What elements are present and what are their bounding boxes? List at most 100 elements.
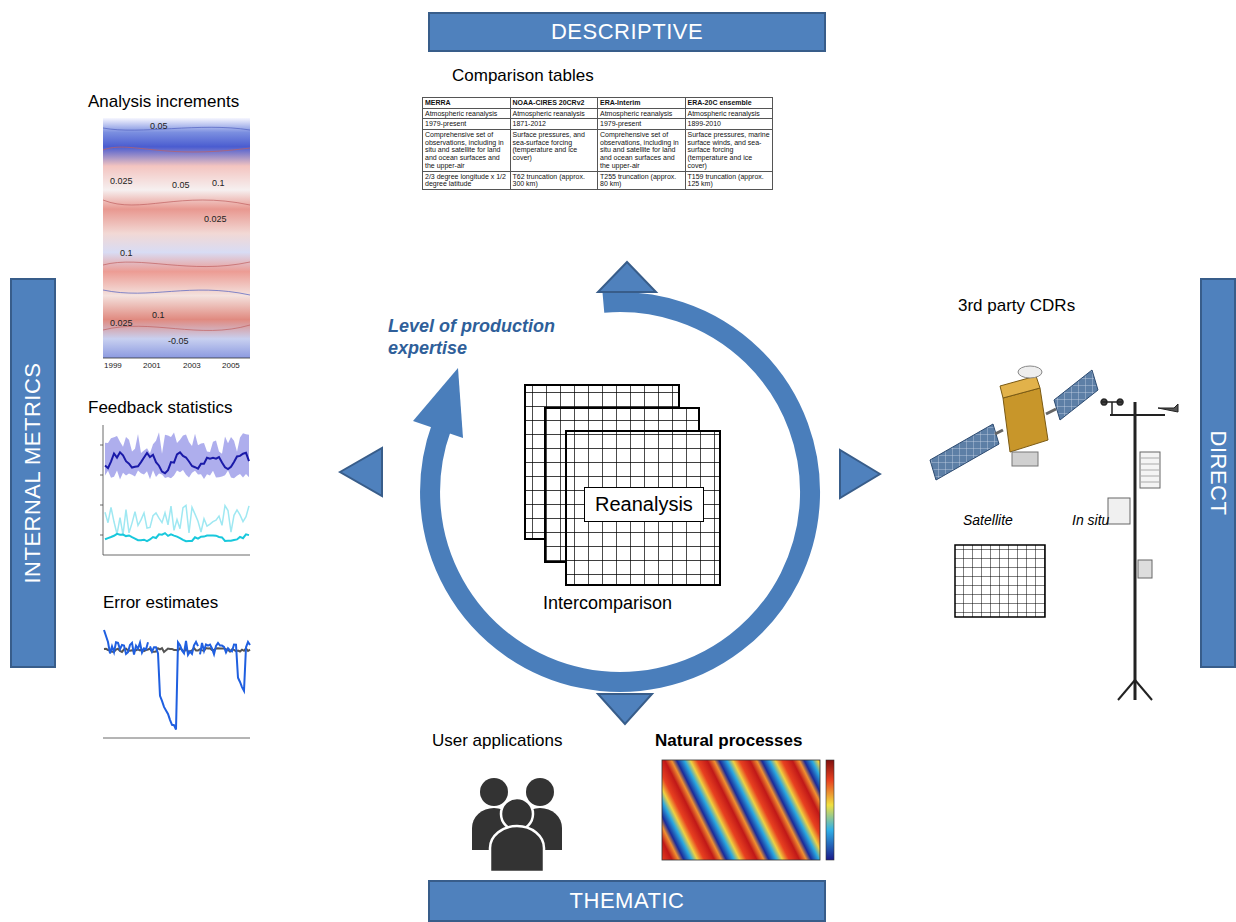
feedback-statistics-plot-part (100, 445, 103, 535)
natural-processes-plot-part (826, 760, 834, 860)
category-band: THEMATIC (428, 880, 826, 922)
node-label: Reanalysis (595, 493, 693, 515)
cycle-caption: Level of production expertise (388, 316, 593, 359)
error-estimates-plot-part (200, 642, 250, 691)
table-cell: Surface pressures, marine surface winds,… (686, 130, 774, 171)
satellite-icon-part (1012, 452, 1038, 466)
contour-value: 0.05 (172, 180, 190, 190)
table-cell: Comprehensive set of observations, inclu… (423, 130, 511, 171)
section-heading: Analysis increments (88, 92, 239, 112)
table-cell: Atmospheric reanalysis (423, 109, 511, 120)
stacked-grids (525, 385, 720, 585)
in-situ-station-icon-part (1140, 458, 1160, 482)
analysis-increments-plot-part (103, 147, 250, 330)
axis-year: 2005 (222, 361, 240, 370)
center-caption: Intercomparison (543, 593, 672, 614)
category-band: DIRECT (1200, 278, 1236, 668)
table-cell: 2/3 degree longitude x 1/2 degree latitu… (423, 172, 511, 190)
section-heading: Feedback statistics (88, 398, 233, 418)
reanalysis-box: Reanalysis (584, 487, 704, 522)
contour-value: 0.1 (120, 248, 133, 258)
central-cycle-arrow-part (430, 302, 810, 682)
direction-triangles-part (340, 448, 382, 496)
stacked-grids-part (566, 431, 720, 585)
direction-triangles-part (598, 262, 656, 292)
table-cell: Comprehensive set of observations, inclu… (598, 130, 686, 171)
node-label: DESCRIPTIVE (551, 19, 703, 45)
table-cell: MERRA (423, 98, 511, 109)
contour-value: 0.025 (204, 214, 227, 224)
analysis-increments-plot-part (103, 118, 250, 358)
feedback-statistics-plot-part (105, 533, 249, 541)
feedback-statistics-plot (100, 425, 250, 555)
section-heading: Error estimates (103, 593, 218, 613)
icon-caption: Satellite (963, 512, 1013, 528)
error-estimates-plot (103, 630, 250, 738)
in-situ-station-icon-part (1140, 452, 1160, 488)
feedback-statistics-plot-part (103, 425, 250, 555)
table-cell: T159 truncation (approx. 125 km) (686, 172, 774, 190)
in-situ-station-icon-part (1118, 680, 1135, 700)
table-cell: 1979-present (598, 119, 686, 130)
gridded-product-icon-part (955, 545, 1045, 617)
in-situ-station-icon-part (1111, 402, 1113, 415)
satellite-icon-part (1046, 409, 1056, 414)
natural-processes-plot-part (662, 760, 820, 860)
in-situ-station-icon-part (1108, 498, 1130, 524)
table-cell: 1871-2012 (511, 119, 599, 130)
direction-triangles (340, 262, 880, 724)
category-band: DESCRIPTIVE (428, 12, 826, 52)
table-cell: 1899-2010 (686, 119, 774, 130)
user-group-icon-part (526, 778, 554, 806)
feedback-statistics-plot-part (105, 505, 249, 534)
contour-value: 0.025 (110, 318, 133, 328)
contour-value: 0.1 (212, 178, 225, 188)
in-situ-station-icon-part (1101, 399, 1123, 405)
node-label: INTERNAL METRICS (20, 362, 46, 583)
satellite-icon-part (930, 424, 999, 480)
direction-triangles-part (598, 694, 652, 724)
satellite-icon-part (995, 430, 1003, 434)
user-group-icon-part (480, 778, 508, 806)
feedback-statistics-plot-part (105, 432, 249, 479)
gridded-product-icon (955, 545, 1045, 617)
section-heading: 3rd party CDRs (958, 296, 1075, 316)
analysis-increments-plot-part (103, 358, 250, 359)
category-band: INTERNAL METRICS (10, 278, 56, 668)
in-situ-station-icon-part (1158, 404, 1178, 412)
comparison-table: MERRANOAA-CIRES 20CRv2ERA-InterimERA-20C… (422, 97, 773, 190)
central-cycle-arrow (413, 302, 810, 682)
table-cell: ERA-Interim (598, 98, 686, 109)
feedback-statistics-plot-part (105, 452, 249, 473)
table-cell: Atmospheric reanalysis (598, 109, 686, 120)
section-heading: Natural processes (655, 731, 802, 751)
table-cell: Surface pressures, and sea-surface forci… (511, 130, 599, 171)
satellite-icon-part (1018, 366, 1042, 378)
contour-value: -0.05 (168, 336, 189, 346)
table-cell: Atmospheric reanalysis (511, 109, 599, 120)
user-group-icon-part (490, 826, 544, 872)
section-heading: User applications (432, 731, 562, 751)
table-cell: 1979-present (423, 119, 511, 130)
icon-caption: In situ (1072, 512, 1109, 528)
contour-value: 0.1 (152, 310, 165, 320)
axis-year: 2001 (143, 361, 161, 370)
axis-year: 1999 (104, 361, 122, 370)
central-cycle-arrow-part (413, 368, 463, 438)
in-situ-station-icon-part (1135, 680, 1152, 700)
table-cell: Atmospheric reanalysis (686, 109, 774, 120)
direction-triangles-part (840, 450, 880, 498)
user-group-icon (472, 778, 562, 872)
analysis-increments-plot (103, 118, 250, 358)
in-situ-station-icon-part (1134, 402, 1137, 700)
section-heading: Comparison tables (452, 66, 594, 86)
error-estimates-plot-part (103, 738, 250, 739)
node-label: DIRECT (1205, 431, 1231, 516)
table-cell: ERA-20C ensemble (686, 98, 774, 109)
satellite-icon-part (1003, 388, 1048, 452)
analysis-increments-plot-part (103, 127, 250, 295)
in-situ-station-icon-part (1110, 414, 1165, 416)
in-situ-station-icon-part (1138, 560, 1152, 578)
contour-value: 0.05 (150, 121, 168, 131)
